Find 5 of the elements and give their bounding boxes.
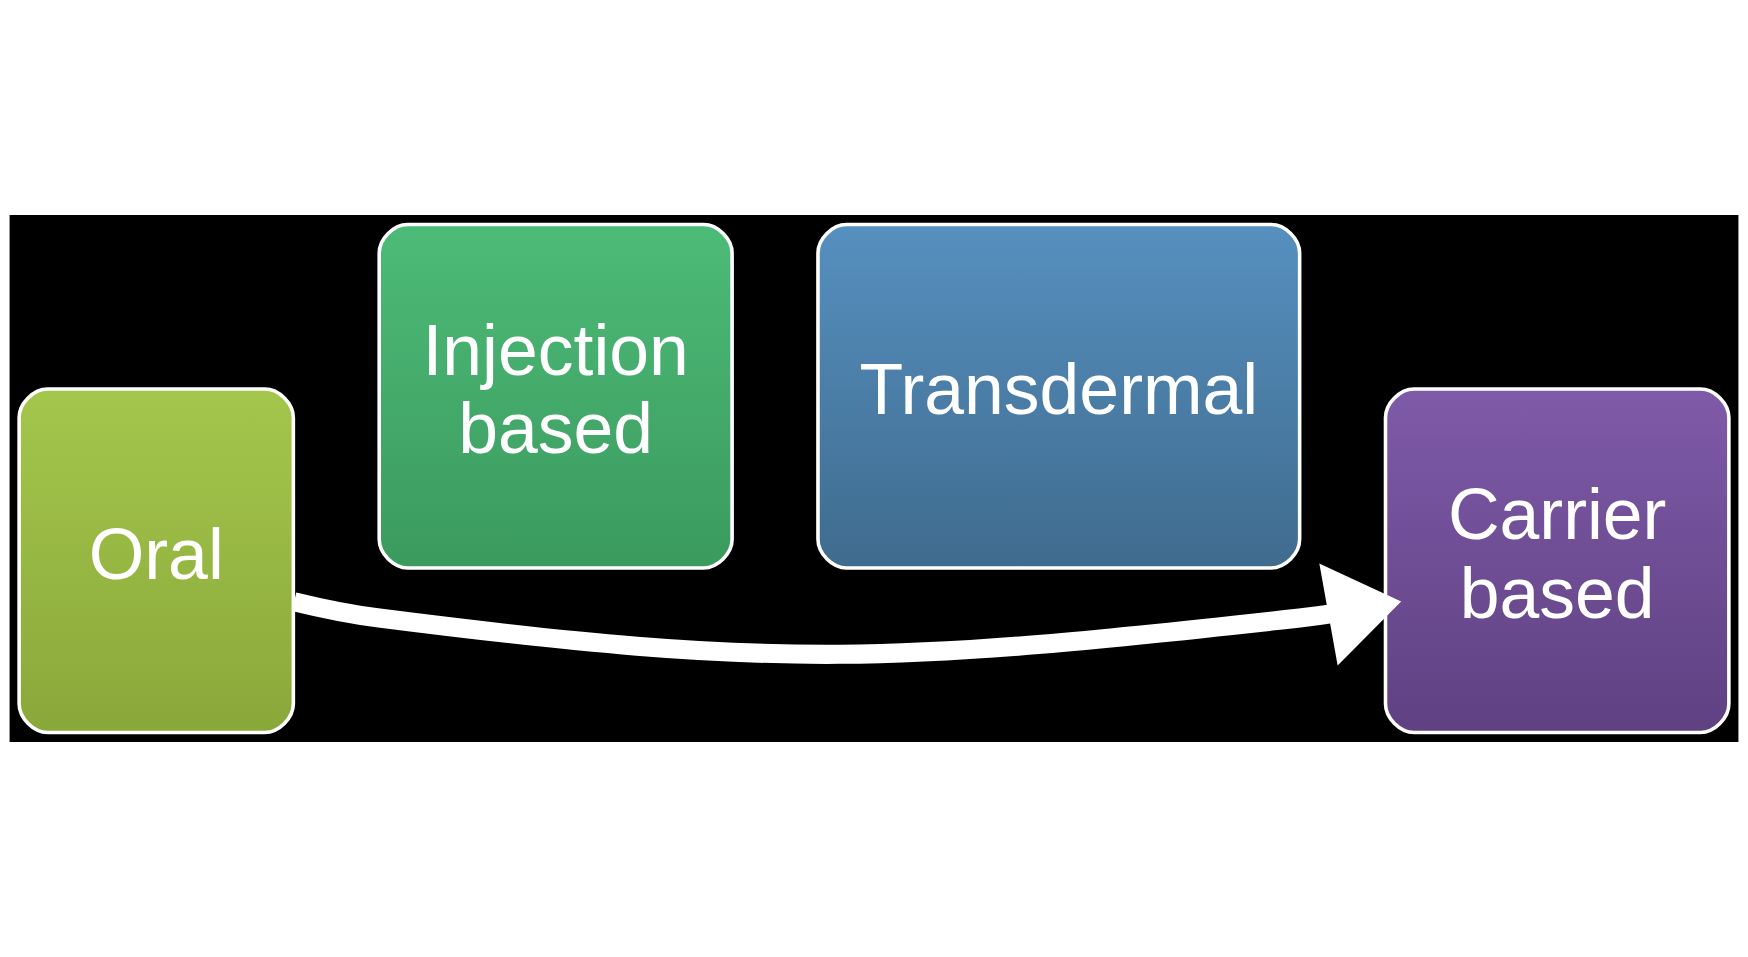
node-box: Carrier based: [1383, 387, 1731, 735]
node-box: Injection based: [377, 222, 734, 570]
node-box: Transdermal: [816, 222, 1302, 570]
node-box: Oral: [17, 387, 296, 735]
arrow: [291, 563, 1402, 666]
